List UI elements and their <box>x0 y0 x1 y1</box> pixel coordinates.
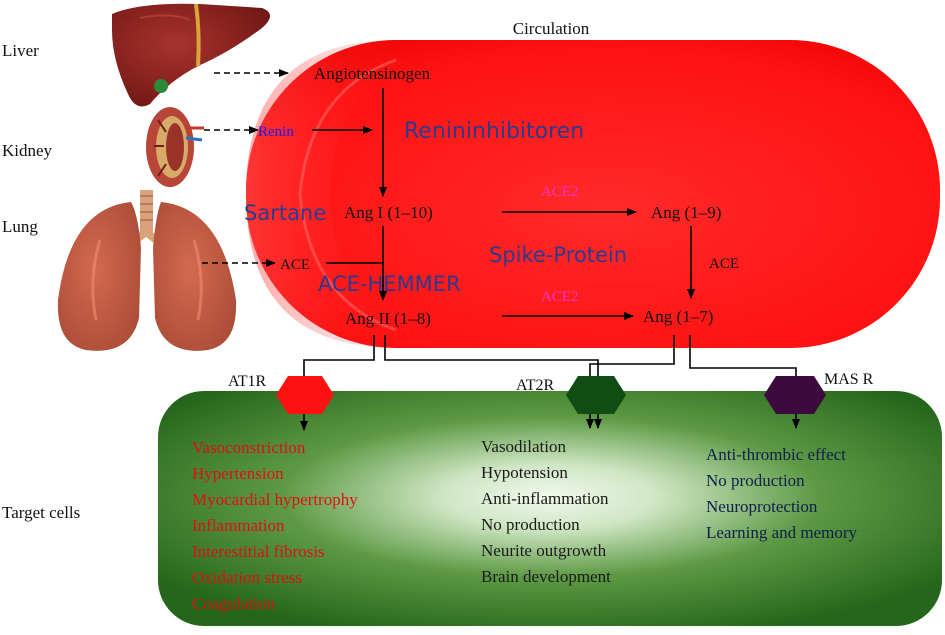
node-ace: ACE <box>280 257 310 273</box>
label-lung: Lung <box>2 217 38 236</box>
label-liver: Liver <box>2 41 39 60</box>
node-angiotensinogen: Angiotensinogen <box>314 64 431 83</box>
target-cells-container <box>158 391 942 626</box>
effects-list-at2r: VasodilationHypotensionAnti-inflammation… <box>481 437 611 586</box>
label-at1r: AT1R <box>228 373 267 390</box>
node-ang-1-7: Ang (1–7) <box>643 307 713 326</box>
node-ang-i: Ang I (1–10) <box>344 203 433 222</box>
kidney-icon <box>146 107 204 187</box>
inhibitor-ace-hemmer: ACE-HEMMER <box>318 272 461 296</box>
effect-at1r-item: Hypertension <box>192 464 284 483</box>
effect-at1r-item: Oxidation stress <box>192 568 302 587</box>
node-ang-ii: Ang II (1–8) <box>345 309 431 328</box>
effects-list-mas-r: Anti-thrombic effect No productionNeuropr… <box>706 445 858 542</box>
label-circulation: Circulation <box>513 19 590 38</box>
label-at2r: AT2R <box>516 377 555 394</box>
node-ang-1-9: Ang (1–9) <box>651 203 721 222</box>
inhibitor-renin: Renininhibitoren <box>404 119 584 144</box>
effect-at2r-item: Neurite outgrowth <box>481 541 607 560</box>
effect-at1r-item: Vasoconstriction <box>192 438 306 457</box>
effect-mas-r-item: Neuroprotection <box>706 497 818 516</box>
liver-icon <box>112 3 270 107</box>
lung-icon <box>57 190 237 351</box>
effect-mas-r-item: No production <box>706 471 805 490</box>
inhibitor-sartane: Sartane <box>244 201 326 225</box>
label-ace2-bottom: ACE2 <box>541 289 579 305</box>
effect-mas-r-item: Learning and memory <box>706 523 858 542</box>
at1r-receptor-hexagon <box>276 376 334 414</box>
effect-at2r-item: No production <box>481 515 580 534</box>
label-ace-right: ACE <box>709 256 739 272</box>
effect-mas-r-item: Anti-thrombic effect <box>706 445 846 464</box>
effect-at2r-item: Brain development <box>481 567 611 586</box>
at2r-receptor-hexagon <box>566 376 626 414</box>
effect-at2r-item: Hypotension <box>481 463 568 482</box>
label-kidney: Kidney <box>2 141 53 160</box>
effect-at2r-item: Vasodilation <box>481 437 566 456</box>
mas-r-receptor-hexagon <box>764 376 826 414</box>
effect-at1r-item: Interestitial fibrosis <box>192 542 325 561</box>
effect-at1r-item: Coagulation <box>192 594 276 613</box>
label-target-cells: Target cells <box>2 503 80 522</box>
inhibitor-spike-protein: Spike-Protein <box>489 243 627 267</box>
node-renin: Renin <box>258 124 294 140</box>
label-ace2-top: ACE2 <box>541 184 579 200</box>
label-mas-r: MAS R <box>824 371 874 388</box>
effect-at1r-item: Myocardial hypertrophy <box>192 490 358 509</box>
effect-at2r-item: Anti-inflammation <box>481 489 609 508</box>
circulation-vessel <box>246 40 940 348</box>
effect-at1r-item: Inflammation <box>192 516 285 535</box>
